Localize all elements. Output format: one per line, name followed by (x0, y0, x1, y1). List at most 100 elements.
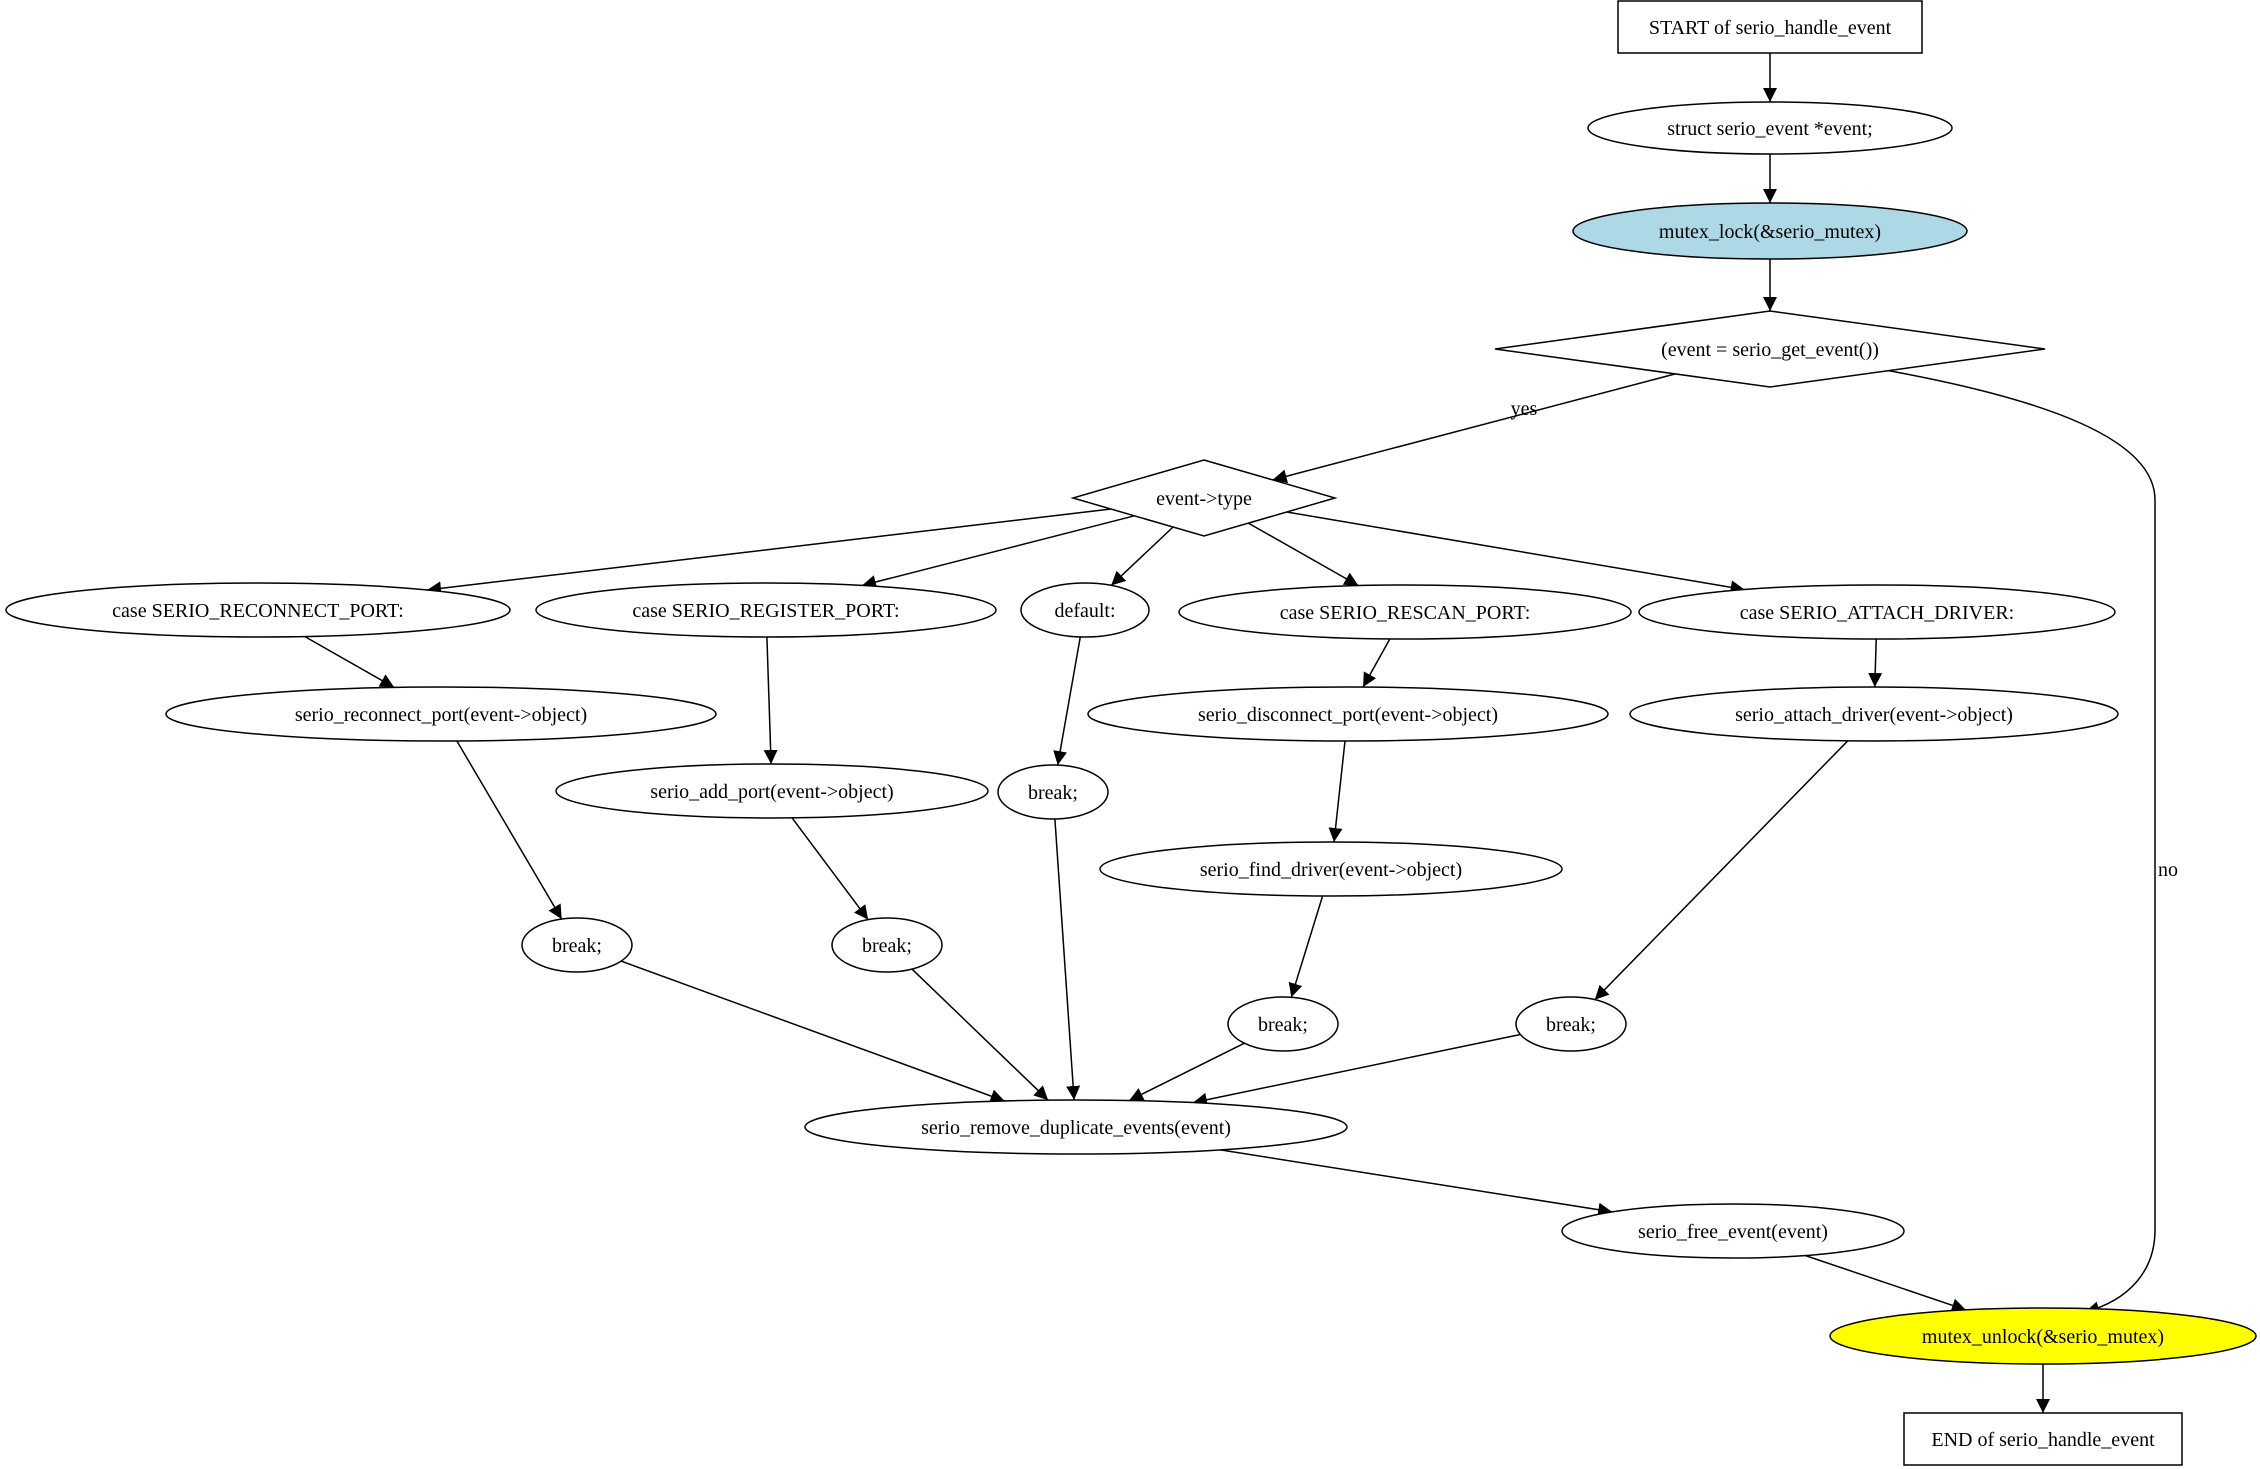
node-unlock-label: mutex_unlock(&serio_mutex) (1922, 1326, 2164, 1348)
node-cond-shape (1494, 310, 2046, 388)
node-c-attach-shape (1638, 584, 2116, 640)
node-decl: struct serio_event *event; (1587, 101, 1953, 155)
node-c-attach: case SERIO_ATTACH_DRIVER: (1638, 584, 2116, 640)
edge-brk-register-to-remove-dup (911, 968, 1049, 1101)
node-c-reconnect: case SERIO_RECONNECT_PORT: (5, 582, 511, 638)
edge-brk-reconnect-to-remove-dup (620, 960, 1005, 1103)
node-remove-dup-label: serio_remove_duplicate_events(event) (921, 1117, 1231, 1139)
node-lock-label: mutex_lock(&serio_mutex) (1659, 221, 1881, 243)
node-end: END of serio_handle_event (1903, 1412, 2183, 1466)
node-disconnect-call-label: serio_disconnect_port(event->object) (1198, 704, 1498, 726)
node-find-call: serio_find_driver(event->object) (1099, 841, 1563, 897)
node-attach-call-label: serio_attach_driver(event->object) (1735, 704, 2013, 726)
edge-c-attach-to-attach-call (1868, 638, 1883, 688)
node-reconnect-call-label: serio_reconnect_port(event->object) (295, 704, 587, 726)
edge-label-yes: yes (1511, 398, 1538, 420)
edge-add-call-to-brk-register (791, 817, 869, 921)
node-brk-rescan: break; (1227, 996, 1339, 1052)
node-brk-register-label: break; (862, 935, 912, 957)
node-type: event->type (1070, 459, 1338, 537)
node-attach-call: serio_attach_driver(event->object) (1629, 686, 2119, 742)
node-attach-call-shape (1629, 686, 2119, 742)
node-brk-reconnect-shape (521, 917, 633, 973)
node-unlock: mutex_unlock(&serio_mutex) (1829, 1307, 2257, 1365)
edge-c-reconnect-to-reconnect-call (304, 635, 395, 689)
node-brk-reconnect-label: break; (552, 935, 602, 957)
node-unlock-shape (1829, 1307, 2257, 1365)
node-decl-label: struct serio_event *event; (1667, 118, 1873, 140)
node-start: START of serio_handle_event (1617, 0, 1923, 54)
node-find-call-shape (1099, 841, 1563, 897)
node-c-rescan-label: case SERIO_RESCAN_PORT: (1280, 602, 1531, 624)
node-brk-default-shape (997, 764, 1109, 820)
edge-c-default-to-brk-default (1053, 636, 1082, 766)
node-c-default-shape (1020, 582, 1150, 638)
node-cond-label: (event = serio_get_event()) (1661, 339, 1879, 361)
edge-cond-to-unlock (1884, 369, 2156, 1316)
node-start-label: START of serio_handle_event (1649, 17, 1892, 39)
node-c-register-label: case SERIO_REGISTER_PORT: (632, 600, 899, 622)
node-c-default-label: default: (1054, 600, 1115, 622)
node-disconnect-call-shape (1087, 686, 1609, 742)
node-brk-reconnect: break; (521, 917, 633, 973)
edge-type-to-c-reconnect (427, 508, 1112, 596)
node-c-register: case SERIO_REGISTER_PORT: (535, 582, 997, 638)
edge-brk-attach-to-remove-dup (1192, 1033, 1521, 1107)
node-c-default: default: (1020, 582, 1150, 638)
node-lock: mutex_lock(&serio_mutex) (1572, 202, 1968, 260)
node-brk-default-label: break; (1028, 782, 1078, 804)
node-remove-dup-shape (804, 1099, 1348, 1155)
node-c-reconnect-label: case SERIO_RECONNECT_PORT: (112, 600, 404, 622)
node-add-call-shape (555, 763, 989, 819)
edge-brk-rescan-to-remove-dup (1128, 1042, 1245, 1102)
edge-free-event-to-unlock (1804, 1254, 1967, 1313)
node-add-call: serio_add_port(event->object) (555, 763, 989, 819)
node-c-rescan-shape (1178, 584, 1632, 640)
node-brk-register-shape (831, 917, 943, 973)
edge-c-register-to-add-call (763, 636, 778, 765)
edge-label-no: no (2158, 859, 2178, 881)
edge-type-to-c-default (1110, 526, 1174, 586)
edge-reconnect-call-to-brk-reconnect (456, 740, 563, 920)
node-end-shape (1903, 1412, 2183, 1466)
edge-type-to-c-attach (1286, 511, 1745, 595)
edge-brk-default-to-remove-dup (1054, 818, 1081, 1101)
node-disconnect-call: serio_disconnect_port(event->object) (1087, 686, 1609, 742)
node-start-shape (1617, 0, 1923, 54)
node-brk-rescan-shape (1227, 996, 1339, 1052)
node-brk-attach-label: break; (1546, 1014, 1596, 1036)
node-brk-attach: break; (1515, 996, 1627, 1052)
node-brk-register: break; (831, 917, 943, 973)
node-decl-shape (1587, 101, 1953, 155)
node-c-attach-label: case SERIO_ATTACH_DRIVER: (1740, 602, 2014, 624)
node-find-call-label: serio_find_driver(event->object) (1200, 859, 1462, 881)
node-reconnect-call: serio_reconnect_port(event->object) (165, 686, 717, 742)
edge-attach-call-to-brk-attach (1594, 740, 1849, 1001)
edges-layer: yes no (304, 53, 2178, 1413)
node-brk-rescan-label: break; (1258, 1014, 1308, 1036)
node-reconnect-call-shape (165, 686, 717, 742)
node-remove-dup: serio_remove_duplicate_events(event) (804, 1099, 1348, 1155)
node-free-event-shape (1561, 1203, 1905, 1259)
node-free-event-label: serio_free_event(event) (1638, 1221, 1828, 1243)
edge-c-rescan-to-disconnect-call (1362, 638, 1391, 688)
node-type-label: event->type (1156, 488, 1252, 510)
node-cond: (event = serio_get_event()) (1494, 310, 2046, 388)
edge-find-call-to-brk-rescan (1288, 895, 1324, 998)
node-free-event: serio_free_event(event) (1561, 1203, 1905, 1259)
edge-cond-to-type (1272, 373, 1676, 484)
node-c-rescan: case SERIO_RESCAN_PORT: (1178, 584, 1632, 640)
edge-disconnect-call-to-find-call (1328, 740, 1346, 843)
edge-remove-dup-to-free-event (1220, 1149, 1613, 1217)
edge-type-to-c-register (861, 515, 1135, 589)
node-brk-default: break; (997, 764, 1109, 820)
node-lock-shape (1572, 202, 1968, 260)
node-end-label: END of serio_handle_event (1931, 1429, 2155, 1451)
node-type-shape (1070, 459, 1338, 537)
node-brk-attach-shape (1515, 996, 1627, 1052)
node-add-call-label: serio_add_port(event->object) (650, 781, 893, 803)
node-c-register-shape (535, 582, 997, 638)
edge-type-to-c-rescan (1247, 522, 1359, 587)
